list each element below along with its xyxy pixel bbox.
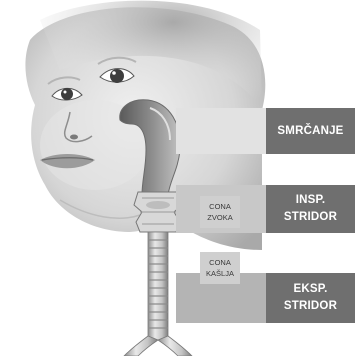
cough-zone-label-text: CONA KAŠLJA xyxy=(206,257,234,279)
voice-zone-label-text: CONA ZVOKA xyxy=(207,201,232,223)
voice-zone-label: CONA ZVOKA xyxy=(200,196,240,228)
insp-stridor-label: INSP. STRIDOR xyxy=(266,185,355,233)
cough-zone-label: CONA KAŠLJA xyxy=(200,252,240,284)
insp-stridor-label-text: INSP. STRIDOR xyxy=(284,192,337,226)
snoring-band-left xyxy=(176,108,266,154)
exp-stridor-label: EKSP. STRIDOR xyxy=(266,273,355,323)
larynx xyxy=(134,192,182,232)
snoring-label: SMRČANJE xyxy=(266,108,355,154)
exp-stridor-label-text: EKSP. STRIDOR xyxy=(284,281,337,315)
snoring-label-text: SMRČANJE xyxy=(277,123,343,140)
